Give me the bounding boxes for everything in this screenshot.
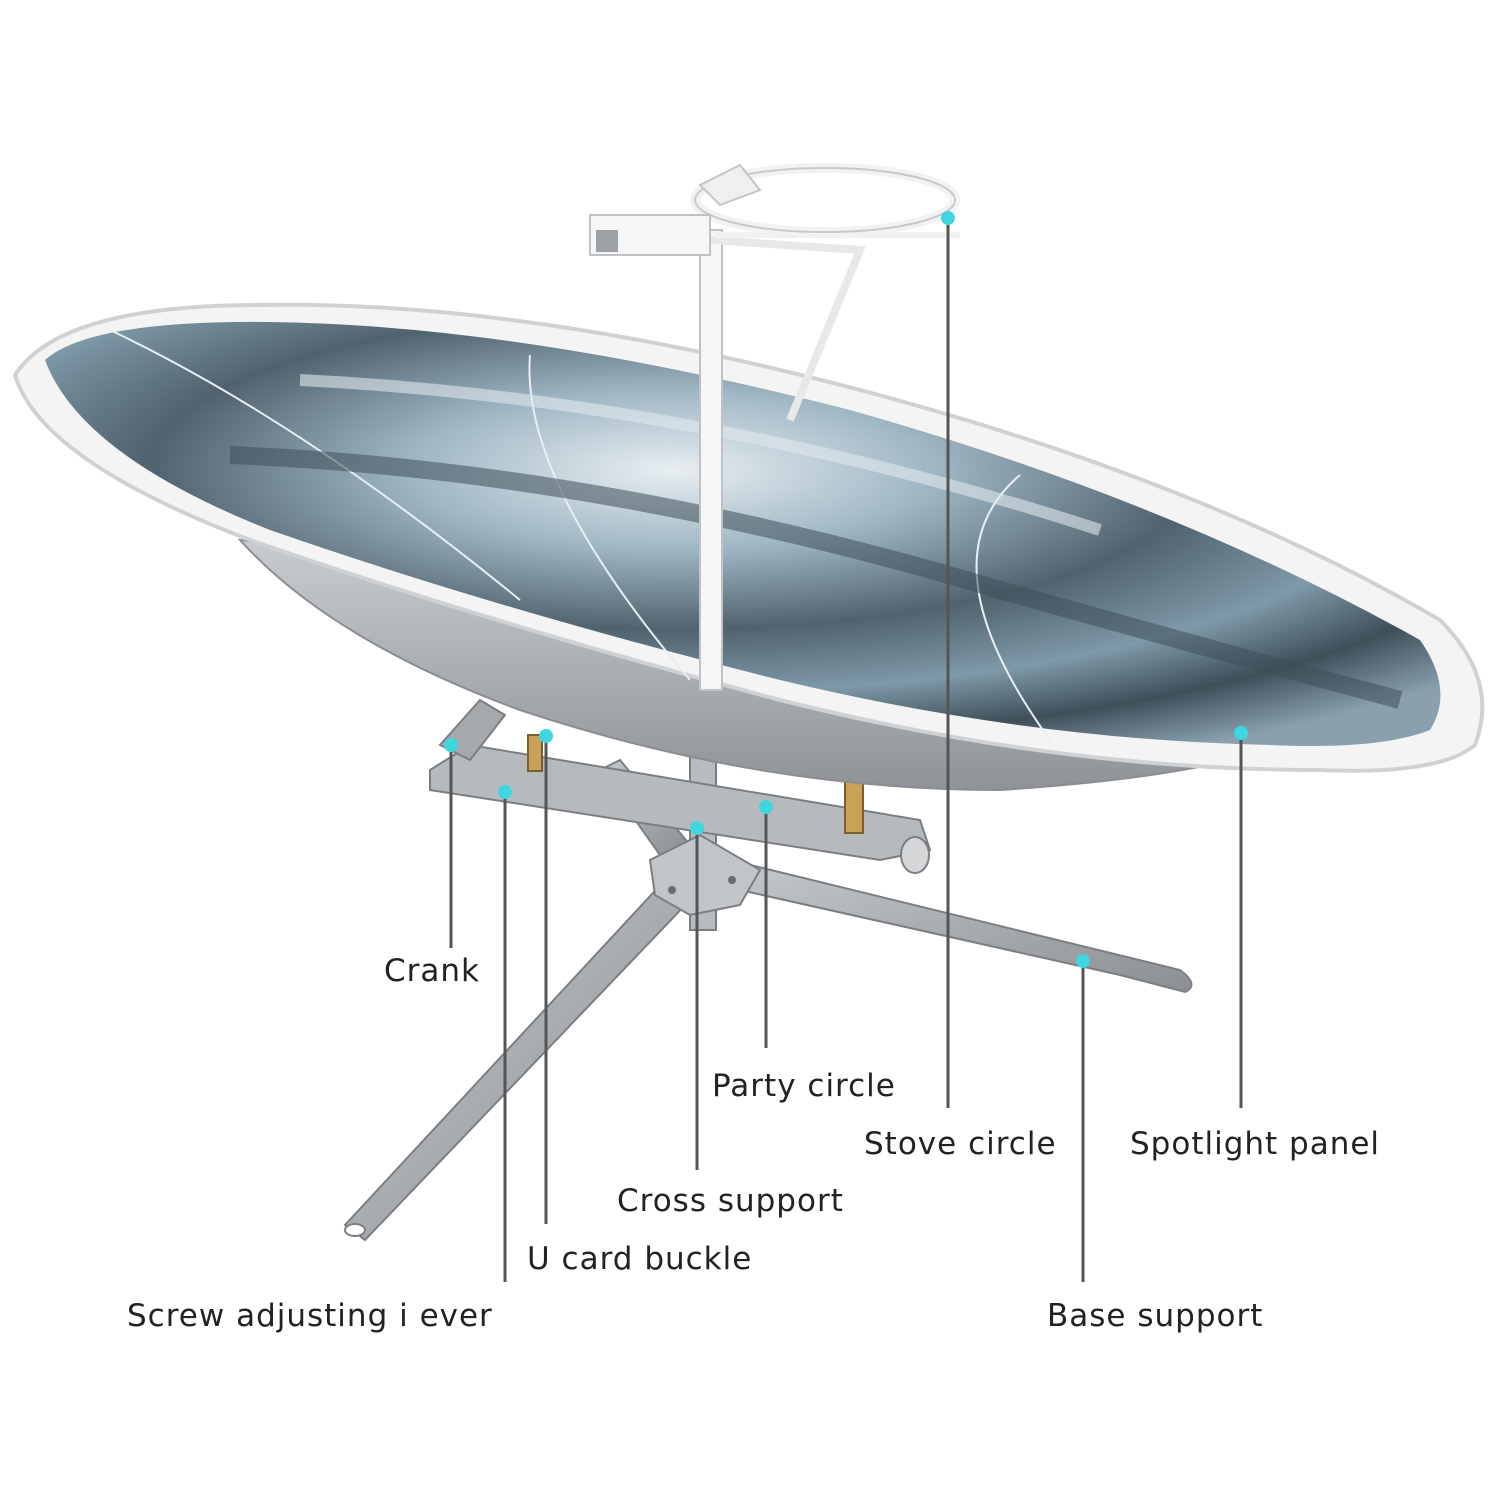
stove-holder: [589, 163, 960, 691]
dot-stove-circle: [941, 211, 955, 225]
label-party-circle: Party circle: [712, 1068, 896, 1104]
dot-spotlight-panel: [1234, 726, 1248, 740]
dot-cross-support: [690, 821, 704, 835]
label-spotlight-panel: Spotlight panel: [1130, 1126, 1381, 1162]
dot-crank: [444, 738, 458, 752]
dish: [12, 302, 1485, 773]
label-u-card-buckle: U card buckle: [527, 1241, 753, 1277]
dot-u-card-buckle: [539, 729, 553, 743]
label-screw-adjusting-lever: Screw adjusting i ever: [127, 1298, 493, 1334]
adjust-mechanism: [429, 698, 932, 874]
label-cross-support: Cross support: [617, 1183, 844, 1219]
dot-screw-lever: [498, 785, 512, 799]
spotlight-panel-mirror: [45, 321, 1441, 746]
leg-right: [728, 858, 1193, 994]
dot-base-support: [1076, 954, 1090, 968]
label-base-support: Base support: [1047, 1298, 1264, 1334]
dot-party-circle: [759, 800, 773, 814]
label-crank: Crank: [384, 953, 480, 989]
leader-lines: [449, 218, 1243, 1282]
accent-dots: [444, 211, 1248, 968]
label-stove-circle: Stove circle: [864, 1126, 1057, 1162]
